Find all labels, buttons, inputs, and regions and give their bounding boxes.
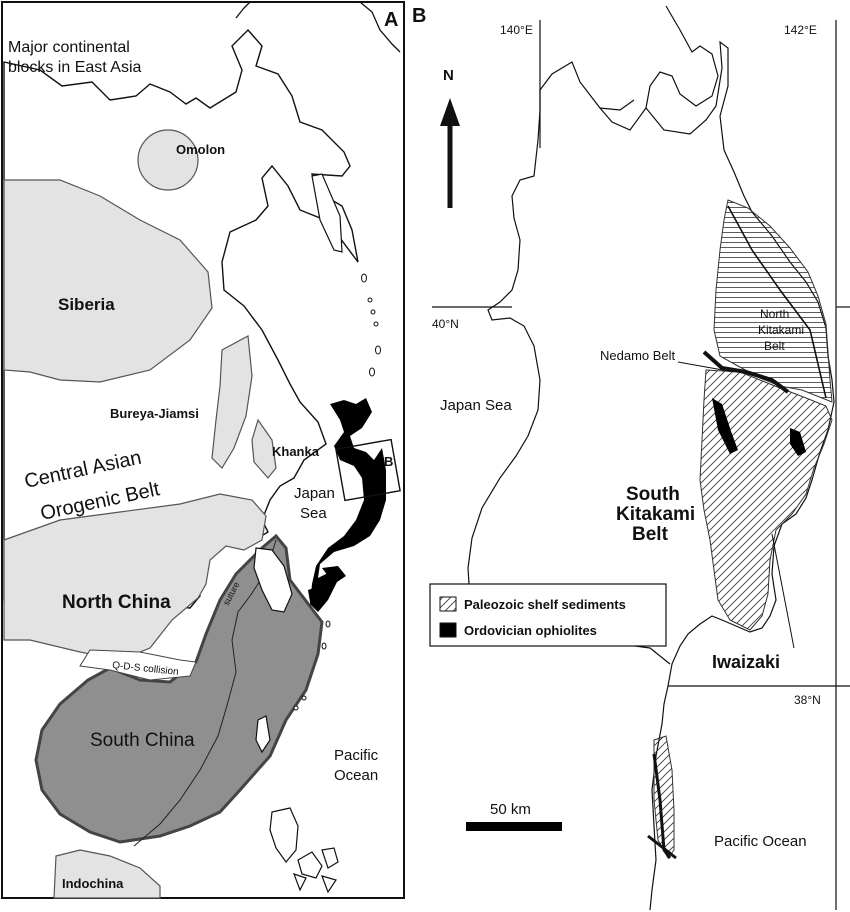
omolon-label: Omolon [176, 142, 225, 157]
north-china-block [3, 493, 267, 661]
collision-band [79, 649, 197, 681]
lat-38-label: 38°N [794, 693, 821, 707]
southern-belt [653, 735, 675, 859]
lon-140-label: 140°E [500, 23, 533, 37]
pacific-ocean-label: Pacific Ocean [714, 833, 807, 850]
legend-box [429, 583, 667, 647]
lat-40-label: 40°N [432, 317, 459, 331]
south-kitakami-label-2: Kitakami [616, 504, 695, 525]
korean-coast [253, 547, 293, 613]
siberia-block [3, 179, 213, 383]
scale-bar [466, 822, 562, 831]
honshu-west-coast [467, 61, 671, 665]
japan-sea-label-2: Sea [300, 505, 327, 522]
japan-sea-label: Japan Sea [440, 397, 512, 414]
bureya-jiamsi-block [211, 335, 253, 469]
legend: Paleozoic shelf sediments Ordovician oph… [429, 583, 667, 647]
iwaizaki-label: Iwaizaki [712, 652, 780, 672]
south-kitakami-label-3: Belt [632, 524, 669, 545]
north-kitakami-label-3: Belt [764, 339, 785, 353]
legend-shelf-swatch [439, 596, 457, 612]
ophiolite-body-1 [712, 398, 738, 454]
kuril-islands [361, 273, 381, 377]
legend-ophiolite-label: Ordovician ophiolites [464, 623, 597, 638]
fault-line [727, 205, 827, 399]
panel-a-title-line1: Major continental [8, 39, 130, 56]
panel-b-label: B [412, 5, 426, 27]
inset-box [335, 438, 401, 502]
ryukyu-islands [293, 620, 331, 711]
japan-west-islands [308, 566, 346, 602]
north-kitakami-belt [713, 199, 833, 403]
south-china-block [34, 533, 324, 844]
legend-ophiolite-swatch [439, 622, 457, 638]
north-china-label: North China [62, 592, 171, 613]
panel-a-title-line2: blocks in East Asia [8, 59, 142, 76]
south-china-label: South China [90, 730, 195, 751]
southern-fault [647, 753, 677, 860]
north-kitakami-label-2: Kitakami [758, 323, 804, 337]
northeast-coast [235, 1, 401, 53]
iwaizaki-leader [771, 533, 795, 649]
panel-a-label: A [384, 9, 398, 31]
panel-b: B 140°E 142°E 40°N 38°N N [412, 5, 850, 911]
khanka-block [251, 418, 277, 479]
north-arrow [440, 98, 460, 208]
scale-bar-label: 50 km [490, 801, 531, 818]
indochina-block [53, 849, 161, 899]
indochina-label: Indochina [62, 876, 124, 891]
nedamo-belt-line [702, 350, 790, 394]
bureya-jiamsi-label: Bureya-Jiamsi [110, 406, 199, 421]
north-arrow-label: N [443, 67, 454, 84]
mutsu-bay [599, 107, 647, 131]
inset-box-label: B [384, 454, 393, 469]
siberia-label: Siberia [58, 295, 115, 314]
sakhalin-island [311, 173, 343, 253]
pacific-label-1: Pacific [334, 747, 379, 764]
legend-shelf-label: Paleozoic shelf sediments [464, 597, 626, 612]
nedamo-leader [677, 361, 735, 373]
north-kitakami-label-1: North [760, 307, 789, 321]
ophiolite-body-2 [790, 428, 806, 456]
khanka-label: Khanka [272, 444, 320, 459]
nedamo-label: Nedamo Belt [600, 348, 676, 363]
panel-a: B A Major continental blocks in East Asi… [1, 1, 405, 899]
lon-142-label: 142°E [784, 23, 817, 37]
japan-sea-label-1: Japan [294, 485, 335, 502]
omolon-block [137, 129, 199, 191]
pacific-label-2: Ocean [334, 767, 378, 784]
philippines-islands [269, 807, 339, 894]
taiwan-island [255, 715, 271, 754]
south-kitakami-label-1: South [626, 484, 680, 505]
